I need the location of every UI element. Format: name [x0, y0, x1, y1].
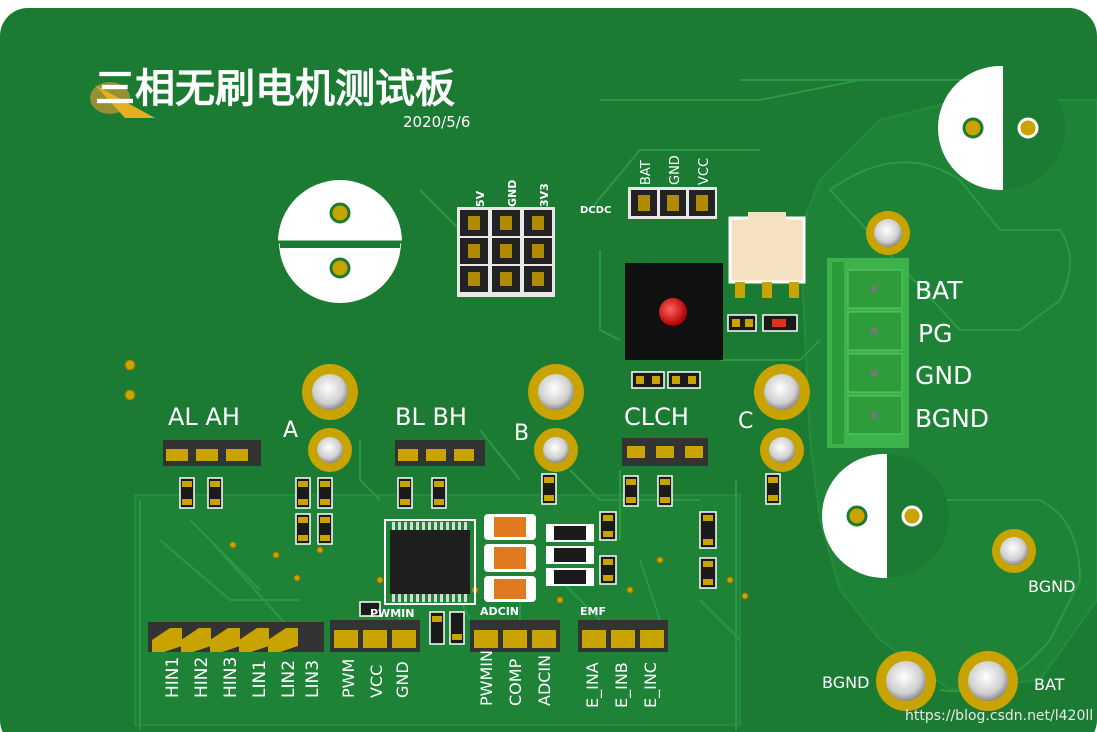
board-title-group: 三相无刷电机测试板 2020/5/6	[90, 66, 470, 131]
hin2-label: HIN2	[192, 657, 212, 698]
phase-holes	[302, 211, 910, 472]
e-inc-label: E_INC	[641, 662, 661, 708]
hin1-label: HIN1	[163, 657, 183, 698]
phase-c-label: C	[738, 409, 753, 434]
phase-a-label: A	[283, 418, 298, 443]
header-hin-lin[interactable]: HIN1 HIN2 HIN3 LIN1 LIN2 LIN3	[148, 622, 324, 698]
header-phase-b[interactable]: BL BH B	[395, 403, 529, 466]
vcc-label: VCC	[367, 665, 386, 698]
terminal-gnd-label: GND	[915, 361, 972, 390]
header-phase-a[interactable]: AL AH A	[163, 403, 298, 466]
pwm-label: PWM	[339, 659, 358, 698]
power-pads: BGND BGND BAT	[822, 529, 1075, 711]
header-adcin[interactable]: ADCIN PWMIN COMP ADCIN	[470, 605, 560, 706]
bat-bottom-label: BAT	[1034, 675, 1065, 694]
pin-5v-label: 5V	[474, 190, 487, 207]
diodes	[546, 524, 594, 586]
watermark: https://blog.csdn.net/l420ll	[905, 708, 1093, 724]
header-phase-c[interactable]: CLCH C	[622, 403, 753, 466]
capacitor-bottom-right	[822, 454, 949, 578]
dcdc-bat-label: BAT	[639, 160, 654, 185]
status-led	[659, 298, 687, 326]
adcin-pin-label: ADCIN	[535, 655, 554, 706]
dcdc-gnd-label: GND	[668, 155, 683, 185]
smd-parts	[179, 314, 798, 645]
bgnd-right-label: BGND	[1028, 577, 1075, 596]
header-pwmin[interactable]: PWMIN PWM VCC GND	[330, 607, 420, 698]
orange-capacitors	[484, 514, 536, 602]
header-voltage-select[interactable]: 5V GND 3V3	[457, 180, 555, 297]
board-title: 三相无刷电机测试板	[95, 66, 455, 112]
emf-label: EMF	[580, 605, 606, 618]
capacitor-top-right	[938, 66, 1065, 190]
terminal-pg-label: PG	[918, 319, 952, 348]
hin3-label: HIN3	[221, 657, 241, 698]
e-inb-label: E_INB	[612, 662, 632, 708]
e-ina-label: E_INA	[583, 662, 603, 708]
driver-ic	[384, 519, 476, 605]
lin2-label: LIN2	[279, 660, 299, 698]
pin-3v3-label: 3V3	[538, 183, 551, 207]
pin-gnd-label: GND	[506, 180, 519, 207]
dcdc-module	[728, 212, 806, 298]
header-dcdc[interactable]: DCDC BAT GND VCC	[580, 155, 717, 219]
phase-a-pins-label: AL AH	[168, 403, 240, 431]
board-date: 2020/5/6	[403, 113, 470, 131]
pwmin-label: PWMIN	[370, 607, 414, 620]
dcdc-label: DCDC	[580, 205, 611, 216]
phase-c-pins-label: CLCH	[624, 403, 689, 431]
comp-label: COMP	[506, 658, 525, 706]
bgnd-bottom-label: BGND	[822, 673, 869, 692]
terminal-bgnd-label: BGND	[915, 404, 989, 433]
fiducial-arrow	[95, 85, 155, 118]
push-button[interactable]	[625, 263, 723, 360]
vias	[124, 359, 749, 604]
header-emf[interactable]: EMF E_INA E_INB E_INC	[578, 605, 668, 708]
phase-b-pins-label: BL BH	[395, 403, 467, 431]
dcdc-vcc-label: VCC	[697, 158, 712, 185]
terminal-block[interactable]: BAT PG GND BGND	[827, 258, 989, 448]
pwmin-pin-label: PWMIN	[477, 650, 496, 706]
lin1-label: LIN1	[250, 660, 270, 698]
terminal-bat-label: BAT	[915, 276, 963, 305]
adcin-label: ADCIN	[480, 605, 519, 618]
gnd-label: GND	[393, 661, 412, 698]
phase-b-label: B	[514, 421, 529, 446]
lin3-label: LIN3	[303, 660, 323, 698]
capacitor-top-left	[277, 179, 403, 305]
